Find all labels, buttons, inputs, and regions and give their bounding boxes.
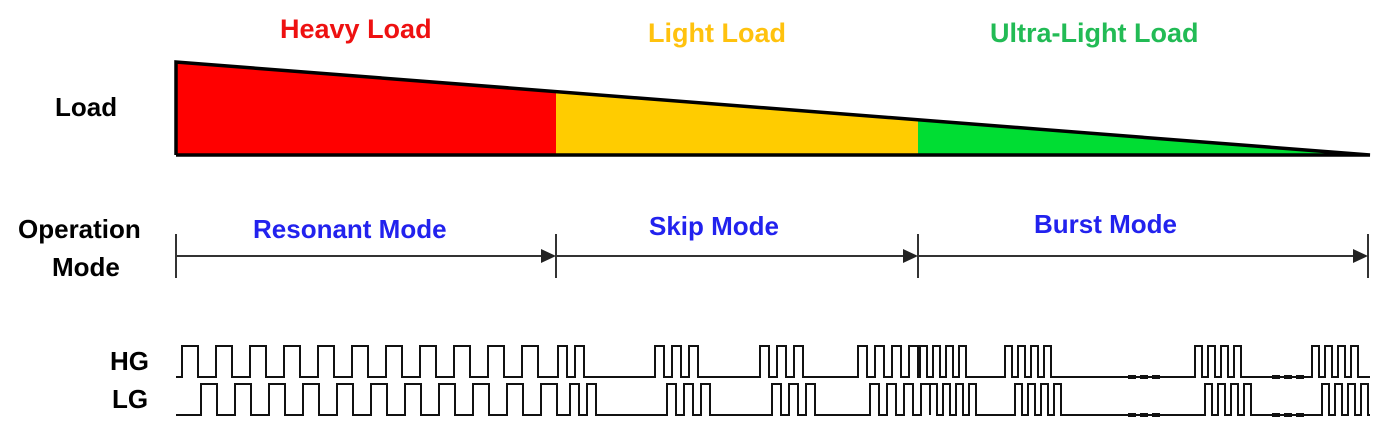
hg-waveform xyxy=(176,345,1370,378)
ultra-light-load-title: Ultra-Light Load xyxy=(990,18,1199,48)
lg-row-label: LG xyxy=(112,384,149,414)
gap-dash xyxy=(1272,413,1280,417)
gap-dash xyxy=(1140,413,1148,417)
burst-mode-label: Burst Mode xyxy=(1034,209,1177,239)
resonant-mode-label: Resonant Mode xyxy=(253,214,447,244)
gap-dash xyxy=(1296,375,1304,379)
operation-row-label: Operation xyxy=(18,214,141,244)
light-load-region xyxy=(556,92,918,155)
gap-dash xyxy=(1152,413,1160,417)
mode-arrows xyxy=(175,234,1369,278)
gap-dash xyxy=(1272,375,1280,379)
light-load-title: Light Load xyxy=(648,18,786,48)
skip-mode-label: Skip Mode xyxy=(649,211,780,241)
gap-dash xyxy=(1128,413,1136,417)
load-triangle xyxy=(174,60,1371,157)
burst-gap-ellipses xyxy=(1128,375,1304,417)
hg-row-label: HG xyxy=(110,346,149,376)
load-row-label: Load xyxy=(55,92,118,122)
mode-row-label: Mode xyxy=(52,252,120,282)
gap-dash xyxy=(1296,413,1304,417)
gap-dash xyxy=(1284,413,1292,417)
lg-waveform xyxy=(176,383,1370,416)
load-outline xyxy=(174,60,1371,157)
gap-dash xyxy=(1284,375,1292,379)
heavy-load-title: Heavy Load xyxy=(280,14,432,44)
gap-dash xyxy=(1140,375,1148,379)
gap-dash xyxy=(1128,375,1136,379)
gap-dash xyxy=(1152,375,1160,379)
